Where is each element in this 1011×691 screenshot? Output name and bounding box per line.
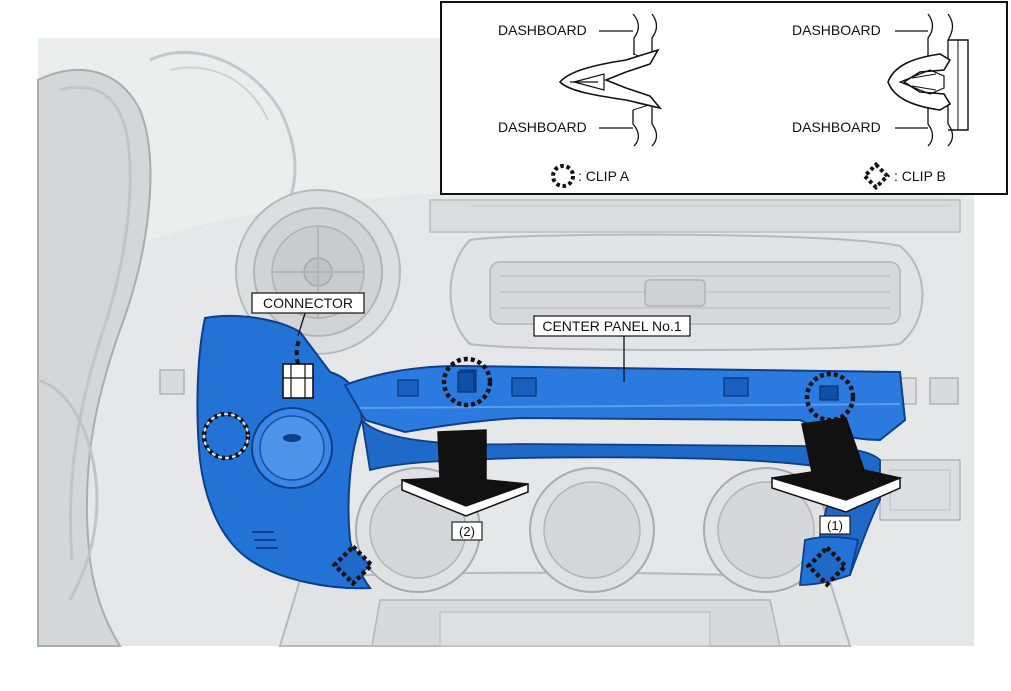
clip-a-legend-symbol — [551, 164, 575, 188]
clip-a-detail: DASHBOARD DASHBOARD : CLIP A — [498, 13, 663, 188]
step-1-callout: (1) — [819, 515, 851, 535]
clip-a-dashboard-bottom-label: DASHBOARD — [498, 119, 587, 135]
step-2-label: (2) — [459, 524, 475, 539]
connector — [282, 309, 314, 399]
clip-a-marker-left-bezel — [201, 411, 251, 461]
clip-b-detail: DASHBOARD DASHBOARD : CLIP B — [792, 13, 969, 191]
clip-detail-inset: DASHBOARD DASHBOARD : CLIP A DASHBOARD D… — [440, 1, 1008, 195]
clip-b-marker-lower-right — [805, 544, 849, 588]
clip-b-marker-lower-left — [331, 543, 375, 587]
step-1-label: (1) — [827, 518, 843, 533]
step-2-callout: (2) — [451, 521, 483, 541]
center-panel-no1 — [196, 315, 907, 590]
clip-b-dashboard-top-label: DASHBOARD — [792, 22, 881, 38]
removal-arrow-2 — [401, 429, 529, 517]
connector-label: CONNECTOR — [263, 295, 353, 311]
connector-callout: CONNECTOR — [251, 292, 365, 314]
center-panel-label: CENTER PANEL No.1 — [542, 318, 681, 334]
center-panel-callout: CENTER PANEL No.1 — [533, 315, 691, 382]
clip-a-marker-top-left — [441, 356, 493, 408]
clip-b-legend-label: : CLIP B — [894, 168, 946, 184]
clip-a-dashboard-top-label: DASHBOARD — [498, 22, 587, 38]
clip-a-legend-label: : CLIP A — [578, 168, 630, 184]
clip-b-dashboard-bottom-label: DASHBOARD — [792, 119, 881, 135]
clip-b-legend-symbol — [861, 161, 891, 191]
removal-arrow-1 — [771, 417, 903, 513]
